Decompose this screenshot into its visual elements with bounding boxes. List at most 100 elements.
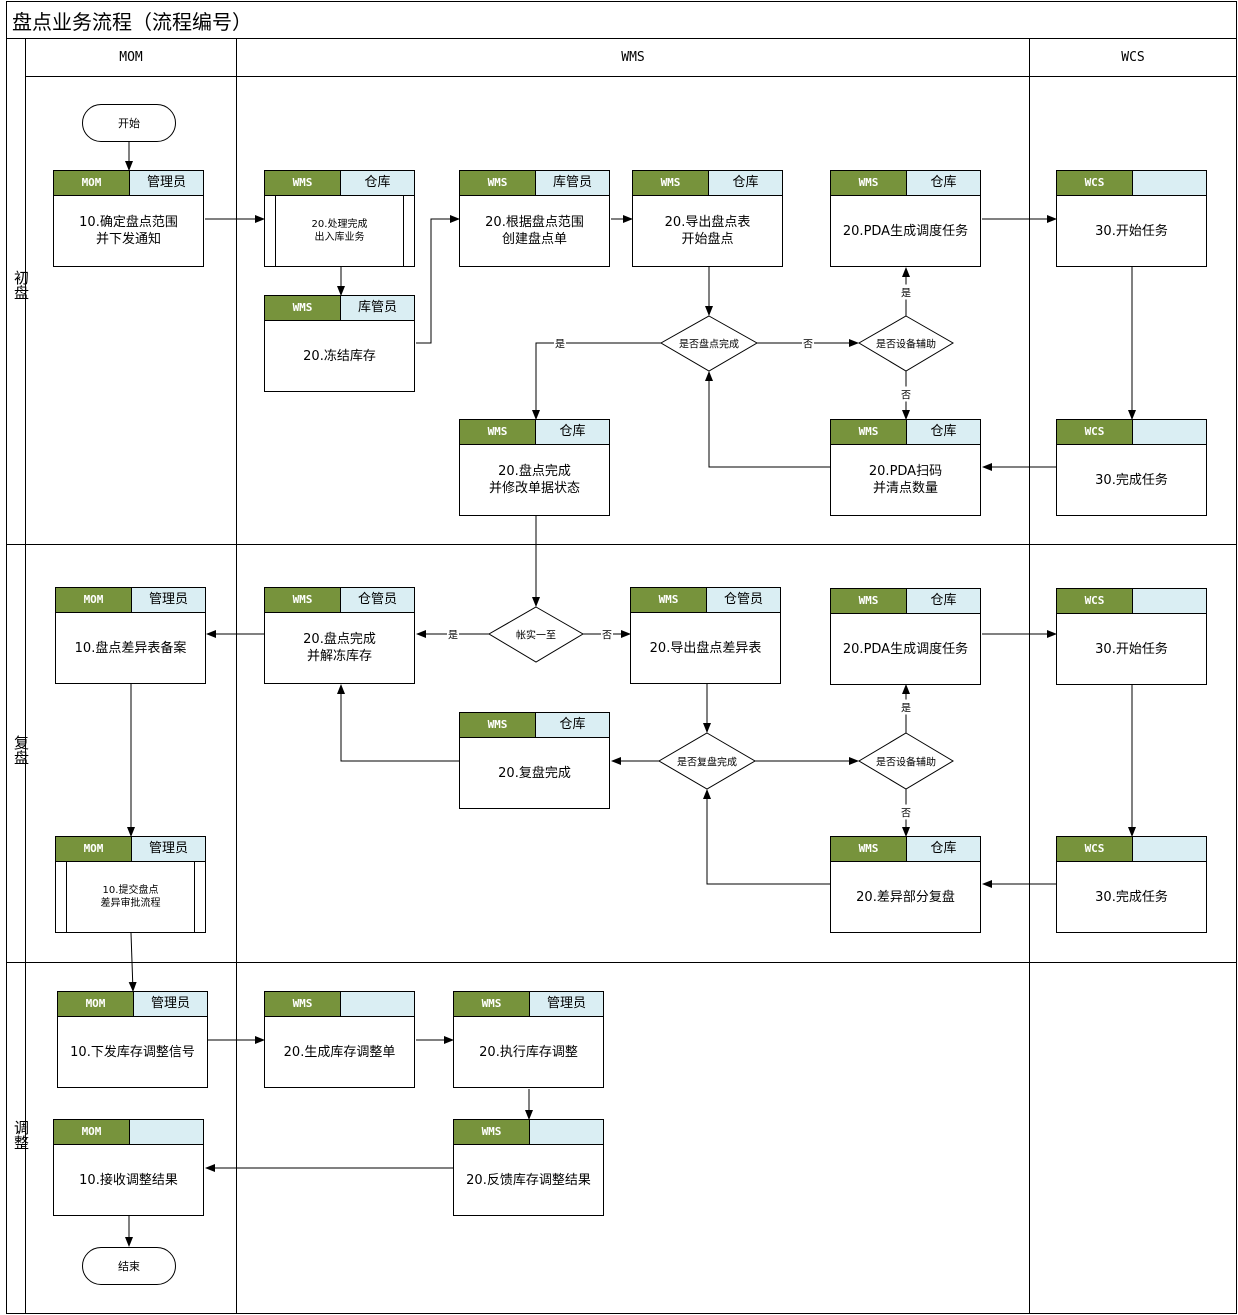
- role-label: 库管员: [536, 171, 609, 195]
- process-text: 20.复盘完成: [498, 765, 571, 781]
- role-label: [1133, 837, 1206, 861]
- decision-label: 帐实一至: [516, 630, 556, 642]
- role-label: 仓库: [907, 171, 980, 195]
- system-tag: WMS: [454, 1120, 530, 1144]
- system-tag: WMS: [460, 713, 536, 737]
- process-text: 20.导出盘点差异表: [649, 640, 762, 656]
- role-label: 管理员: [132, 588, 205, 612]
- process-text: 20.PDA生成调度任务: [842, 223, 969, 239]
- process-text: 30.开始任务: [1095, 641, 1168, 657]
- process-text: 10.确定盘点范围 并下发通知: [79, 215, 178, 247]
- process-card: MOM 10.接收调整结果: [53, 1119, 204, 1216]
- process-card: WCS 30.完成任务: [1056, 419, 1207, 516]
- system-tag: MOM: [54, 171, 130, 195]
- role-label: 管理员: [132, 837, 205, 861]
- system-tag: WMS: [454, 992, 530, 1016]
- edge-label-no: 否: [802, 335, 814, 351]
- swimlane-grid: [6, 1, 1237, 1314]
- edge-label-yes: 是: [900, 284, 912, 300]
- decision-label: 是否设备辅助: [876, 339, 936, 351]
- role-label: 管理员: [134, 992, 207, 1016]
- role-label: [1133, 171, 1206, 195]
- edge-label-yes: 是: [554, 335, 566, 351]
- role-label: 仓库: [536, 713, 609, 737]
- system-tag: WMS: [265, 992, 341, 1016]
- process-text: 10.盘点差异表备案: [74, 640, 187, 656]
- role-label: [341, 992, 414, 1016]
- process-text: 20.生成库存调整单: [283, 1044, 396, 1060]
- system-tag: WCS: [1057, 837, 1133, 861]
- process-card: WCS 30.开始任务: [1056, 588, 1207, 685]
- process-text: 20.PDA扫码 并清点数量: [868, 464, 943, 496]
- system-tag: WMS: [460, 420, 536, 444]
- lane-header-wcs: WCS: [1121, 50, 1145, 65]
- lane-header-wms: WMS: [621, 50, 645, 65]
- lane-header-mom: MOM: [119, 50, 143, 65]
- end-terminal: 结束: [82, 1247, 176, 1285]
- process-text: 20.差异部分复盘: [856, 889, 955, 905]
- decision-label: 是否盘点完成: [679, 339, 739, 351]
- decision-label: 是否复盘完成: [677, 757, 737, 769]
- process-text: 20.根据盘点范围 创建盘点单: [485, 215, 584, 247]
- process-text: 10.下发库存调整信号: [70, 1044, 195, 1060]
- edge-c17-c20: [128, 932, 137, 992]
- system-tag: WMS: [831, 837, 907, 861]
- system-tag: WMS: [265, 296, 341, 320]
- role-label: 仓库: [709, 171, 782, 195]
- system-tag: MOM: [56, 588, 132, 612]
- role-label: [130, 1120, 203, 1144]
- process-card: WMS 20.反馈库存调整结果: [453, 1119, 604, 1216]
- system-tag: WCS: [1057, 420, 1133, 444]
- process-text: 30.完成任务: [1095, 889, 1168, 905]
- process-text: 30.开始任务: [1095, 223, 1168, 239]
- system-tag: WCS: [1057, 589, 1133, 613]
- system-tag: WMS: [831, 589, 907, 613]
- edge-label-yes: 是: [447, 626, 459, 642]
- process-text: 10.接收调整结果: [79, 1172, 178, 1188]
- role-label: 库管员: [341, 296, 414, 320]
- system-tag: WMS: [633, 171, 709, 195]
- phase-label-adjust: 调整: [12, 1120, 30, 1150]
- system-tag: MOM: [54, 1120, 130, 1144]
- system-tag: WMS: [631, 588, 707, 612]
- process-text: 30.完成任务: [1095, 472, 1168, 488]
- process-text: 20.冻结库存: [303, 348, 376, 364]
- edge-label-yes: 是: [900, 699, 912, 715]
- diagram-title: 盘点业务流程（流程编号）: [12, 10, 252, 34]
- process-card: WCS 30.完成任务: [1056, 836, 1207, 933]
- system-tag: WMS: [265, 171, 341, 195]
- process-text: 20.盘点完成 并修改单据状态: [488, 464, 580, 496]
- process-card: WMS 20.生成库存调整单: [264, 991, 415, 1088]
- edge-c16-c12: [337, 684, 459, 762]
- role-label: [1133, 589, 1206, 613]
- edge-label-no: 否: [900, 804, 912, 820]
- edge-c3-c4: [416, 215, 460, 344]
- decision-shapes: [488, 315, 954, 790]
- edge-label-no: 否: [900, 386, 912, 402]
- role-label: [530, 1120, 603, 1144]
- process-text: 20.PDA生成调度任务: [842, 641, 969, 657]
- edge-label-no: 否: [601, 626, 613, 642]
- phase-label-initial: 初盘: [12, 270, 30, 300]
- process-text: 20.反馈库存调整结果: [466, 1172, 591, 1188]
- process-text: 20.执行库存调整: [479, 1044, 578, 1060]
- role-label: 仓库: [907, 589, 980, 613]
- role-label: 仓库: [907, 837, 980, 861]
- role-label: 管理员: [130, 171, 203, 195]
- process-card: WCS 30.开始任务: [1056, 170, 1207, 267]
- process-text: 10.提交盘点 差异审批流程: [66, 862, 195, 932]
- system-tag: WMS: [831, 171, 907, 195]
